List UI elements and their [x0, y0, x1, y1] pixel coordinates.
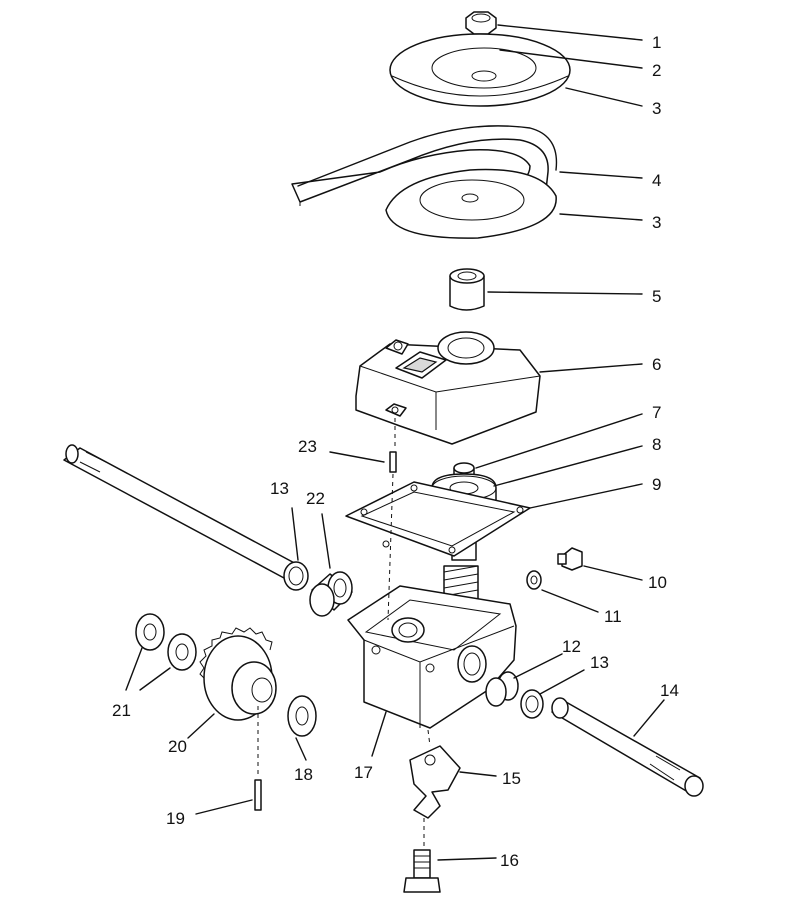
callout-18: 18: [294, 765, 313, 784]
callout-23: 23: [298, 437, 317, 456]
callout-11: 11: [604, 607, 622, 626]
part-16-bolt: [403, 849, 441, 893]
callout-21: 21: [112, 701, 131, 720]
callout-3-lower: 3: [652, 213, 661, 232]
callout-12: 12: [562, 637, 581, 656]
callout-19: 19: [166, 809, 185, 828]
part-9-gasket: [345, 481, 531, 557]
part-17-housing: [347, 585, 517, 729]
leader-lines: [125, 24, 665, 861]
alignment-lines: [257, 418, 431, 848]
callout-22: 22: [306, 489, 325, 508]
part-10-bolt: [557, 547, 583, 571]
part-12-bearing: [485, 671, 519, 707]
callout-labels: 1 2 3 4 3 5 6 7 8 9 10 11 12 13 14 15 16…: [112, 33, 679, 870]
callout-13-left: 13: [270, 479, 289, 498]
callout-16: 16: [500, 851, 519, 870]
callout-2: 2: [652, 61, 661, 80]
callout-7: 7: [652, 403, 661, 422]
part-22-sleeve: [309, 571, 353, 617]
callout-8: 8: [652, 435, 661, 454]
callout-10: 10: [648, 573, 667, 592]
callout-15: 15: [502, 769, 521, 788]
part-6-cover: [355, 331, 541, 445]
part-15-fork: [409, 745, 461, 819]
part-3-lower-cup: [385, 168, 557, 239]
left-shaft: [63, 444, 301, 579]
part-1-hex-nut: [465, 11, 497, 35]
callout-5: 5: [652, 287, 661, 306]
callout-3-upper: 3: [652, 99, 661, 118]
callout-13-right: 13: [590, 653, 609, 672]
callout-4: 4: [652, 171, 661, 190]
part-14-right-shaft: [551, 697, 704, 797]
callout-20: 20: [168, 737, 187, 756]
part-21-washers: [135, 613, 197, 671]
callout-1: 1: [652, 33, 661, 52]
callout-14: 14: [660, 681, 679, 700]
part-23-pin: [389, 451, 397, 473]
part-13-left-ring: [283, 561, 309, 591]
part-3-upper-cup: [389, 33, 571, 107]
callout-6: 6: [652, 355, 661, 374]
part-19-pin: [254, 779, 262, 811]
part-11-washer: [526, 570, 542, 590]
part-5-bushing: [449, 268, 485, 311]
part-18-washer: [287, 695, 317, 737]
part-13-right-ring: [520, 689, 544, 719]
callout-9: 9: [652, 475, 661, 494]
part-20-gear: [199, 627, 277, 721]
callout-17: 17: [354, 763, 373, 782]
